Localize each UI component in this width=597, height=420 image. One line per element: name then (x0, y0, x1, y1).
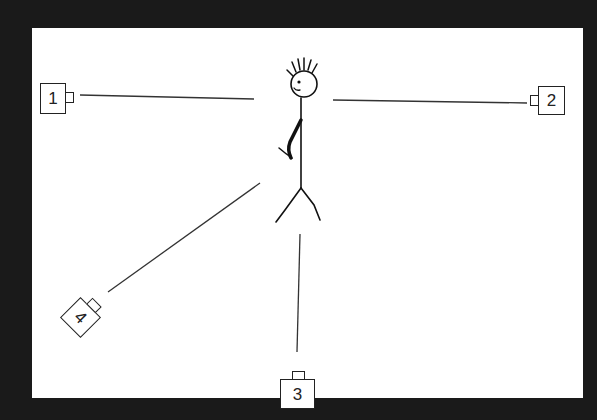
camera-box: 1 (40, 83, 66, 114)
sight-lines (80, 95, 527, 352)
figure-head (291, 71, 317, 97)
camera-lens (86, 297, 102, 313)
figure-hair (287, 58, 317, 76)
camera-box: 4 (60, 297, 101, 338)
camera-lens (530, 95, 539, 106)
camera-number: 1 (48, 90, 57, 107)
figure-leg (301, 188, 320, 220)
figure-eye (297, 80, 300, 83)
camera-number: 3 (293, 386, 302, 403)
figure-arm (289, 120, 301, 158)
sight-line (297, 234, 300, 352)
camera-box: 2 (538, 86, 565, 115)
camera-number: 2 (547, 92, 556, 109)
camera-lens (292, 371, 305, 380)
camera-lens (65, 92, 74, 103)
sight-line (333, 100, 527, 103)
stick-figure (276, 58, 320, 222)
figure-mouth (294, 88, 300, 90)
sight-line (108, 183, 260, 292)
figure-leg (276, 188, 301, 222)
camera-box: 3 (280, 379, 315, 409)
camera-number: 4 (71, 308, 90, 327)
figure-hand (279, 148, 292, 158)
figure-body (300, 98, 302, 188)
sight-line (80, 95, 254, 99)
